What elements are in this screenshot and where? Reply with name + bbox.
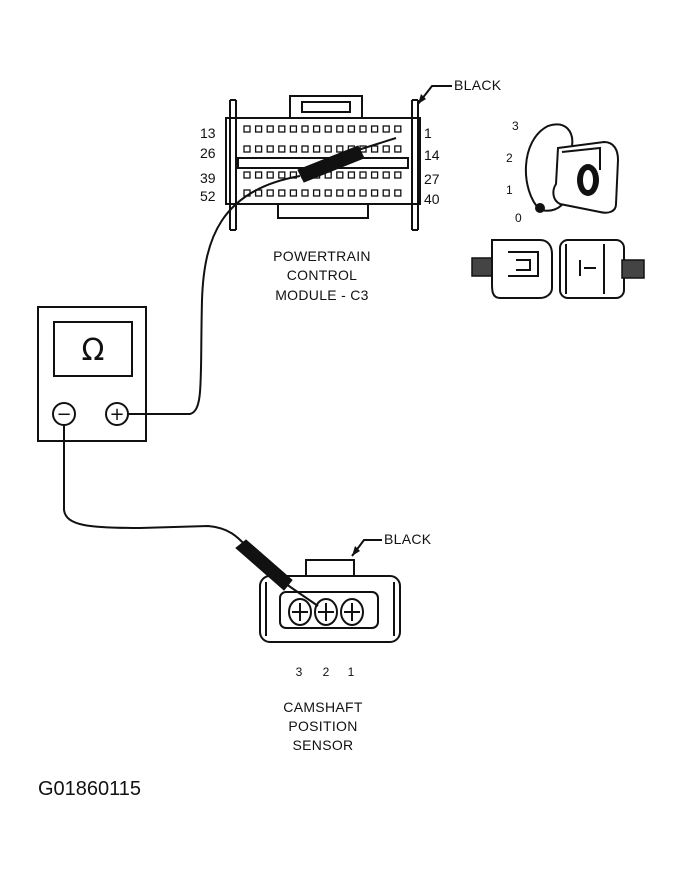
pcm-cavity [266, 125, 274, 133]
pcm-cavity [336, 125, 344, 133]
sensor-title-line2: POSITION [288, 718, 357, 734]
pcm-cavity [324, 189, 332, 197]
pcm-pin-52: 52 [200, 188, 216, 204]
pcm-cavity [289, 145, 298, 153]
pcm-cavity [370, 125, 379, 133]
sensor-cavity-1 [340, 598, 364, 626]
pcm-cavity [289, 189, 298, 197]
pcm-cavity [243, 125, 251, 133]
pcm-color-label: BLACK [454, 77, 502, 93]
sensor-pin-1: 1 [348, 665, 355, 679]
camshaft-sensor-connector [259, 559, 401, 643]
sensor-title-line1: CAMSHAFT [283, 699, 363, 715]
pcm-cavity [359, 171, 367, 179]
positive-test-lead [128, 175, 301, 415]
pcm-cavity [336, 171, 344, 179]
pcm-cavity [324, 145, 332, 153]
pcm-cavity [301, 145, 309, 153]
sensor-probe [235, 539, 319, 607]
pcm-cavity [336, 189, 344, 197]
pcm-cavity [394, 189, 402, 197]
pcm-cavity [382, 145, 390, 153]
pcm-cavity [301, 125, 309, 133]
ohmmeter: Ω − + [37, 306, 147, 442]
meter-display [53, 321, 133, 377]
ignition-switch-icon: 3 2 1 0 [506, 119, 620, 225]
pcm-pin-13: 13 [200, 125, 216, 141]
ohm-symbol-icon: Ω [82, 333, 105, 368]
sensor-title-line3: SENSOR [293, 737, 354, 753]
pcm-cavity [359, 189, 367, 197]
sensor-pin-3: 3 [296, 665, 303, 679]
ign-pos-1: 1 [506, 183, 513, 197]
pcm-probe [297, 137, 397, 183]
pcm-pin-39: 39 [200, 170, 216, 186]
pcm-title-line1: POWERTRAIN [273, 248, 371, 264]
sensor-color-callout: BLACK [351, 531, 432, 557]
ign-pos-0: 0 [515, 211, 522, 225]
pcm-cavity [336, 145, 344, 153]
pcm-cavity [382, 189, 390, 197]
pcm-cavity [347, 171, 356, 179]
pcm-cavity [243, 145, 251, 153]
ign-pos-3: 3 [512, 119, 519, 133]
sensor-pin-2: 2 [323, 665, 330, 679]
pcm-cavity [312, 145, 321, 153]
pcm-cavity [370, 145, 379, 153]
pcm-cavity [278, 189, 286, 197]
ign-pos-2: 2 [506, 151, 513, 165]
pcm-color-callout: BLACK [417, 77, 502, 105]
pcm-cavity [324, 125, 332, 133]
pcm-pin-40: 40 [424, 191, 440, 207]
pcm-cavity [243, 171, 251, 179]
pcm-cavity [382, 125, 390, 133]
pcm-cavity [254, 171, 263, 179]
pcm-cavity [266, 189, 274, 197]
negative-test-lead [63, 425, 251, 551]
pcm-cavity [394, 171, 402, 179]
pcm-title-line2: CONTROL [287, 267, 358, 283]
pcm-title-line3: MODULE - C3 [275, 287, 369, 303]
sensor-color-label: BLACK [384, 531, 432, 547]
negative-sign: − [56, 404, 71, 425]
pcm-cavity [359, 125, 367, 133]
pcm-cavity [370, 171, 379, 179]
pcm-cavity [394, 145, 402, 153]
pcm-cavity-grid [243, 125, 402, 197]
pcm-pin-14: 14 [424, 147, 440, 163]
pcm-cavity [278, 145, 286, 153]
pcm-cavity [266, 171, 274, 179]
pcm-cavity [254, 145, 263, 153]
pcm-cavity [278, 125, 286, 133]
pcm-cavity [312, 125, 321, 133]
sensor-cavity-3 [288, 598, 312, 626]
pcm-cavity [382, 171, 390, 179]
figure-code: G01860115 [38, 778, 141, 800]
pcm-cavity [289, 125, 298, 133]
pcm-cavity [347, 125, 356, 133]
pcm-cavity [312, 189, 321, 197]
pcm-pin-26: 26 [200, 145, 216, 161]
sensor-cavity-2 [314, 598, 338, 626]
pcm-cavity [370, 189, 379, 197]
pcm-cavity [266, 145, 274, 153]
pcm-cavity [278, 171, 286, 179]
pcm-pin-1: 1 [424, 125, 432, 141]
pcm-cavity [394, 125, 402, 133]
pcm-cavity [301, 189, 309, 197]
pcm-pin-27: 27 [424, 171, 440, 187]
connector-pair-icon [471, 239, 645, 299]
pcm-cavity [347, 189, 356, 197]
pcm-cavity [254, 125, 263, 133]
positive-sign: + [109, 404, 124, 425]
